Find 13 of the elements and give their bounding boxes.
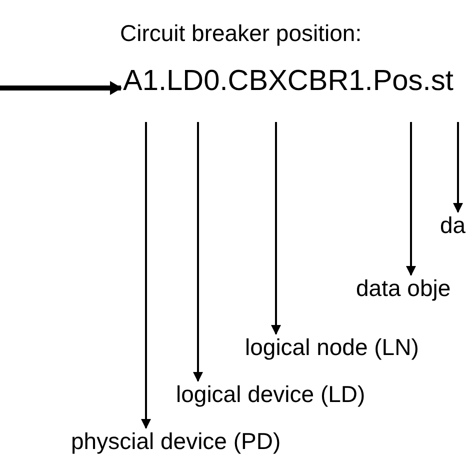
arrow (453, 122, 463, 213)
node-label: data obje (356, 275, 451, 301)
node-label: physcial device (PD) (71, 428, 281, 454)
arrow (141, 122, 151, 429)
node-label: da (440, 212, 466, 238)
node-label: logical node (LN) (245, 334, 419, 360)
heading-text: Circuit breaker position: (120, 20, 362, 46)
arrow (0, 81, 122, 95)
arrow (193, 122, 203, 382)
node-label: logical device (LD) (176, 381, 366, 407)
arrow (271, 122, 281, 335)
object-reference-text: A1.LD0.CBXCBR1.Pos.st (60, 68, 474, 122)
arrow (406, 122, 416, 276)
